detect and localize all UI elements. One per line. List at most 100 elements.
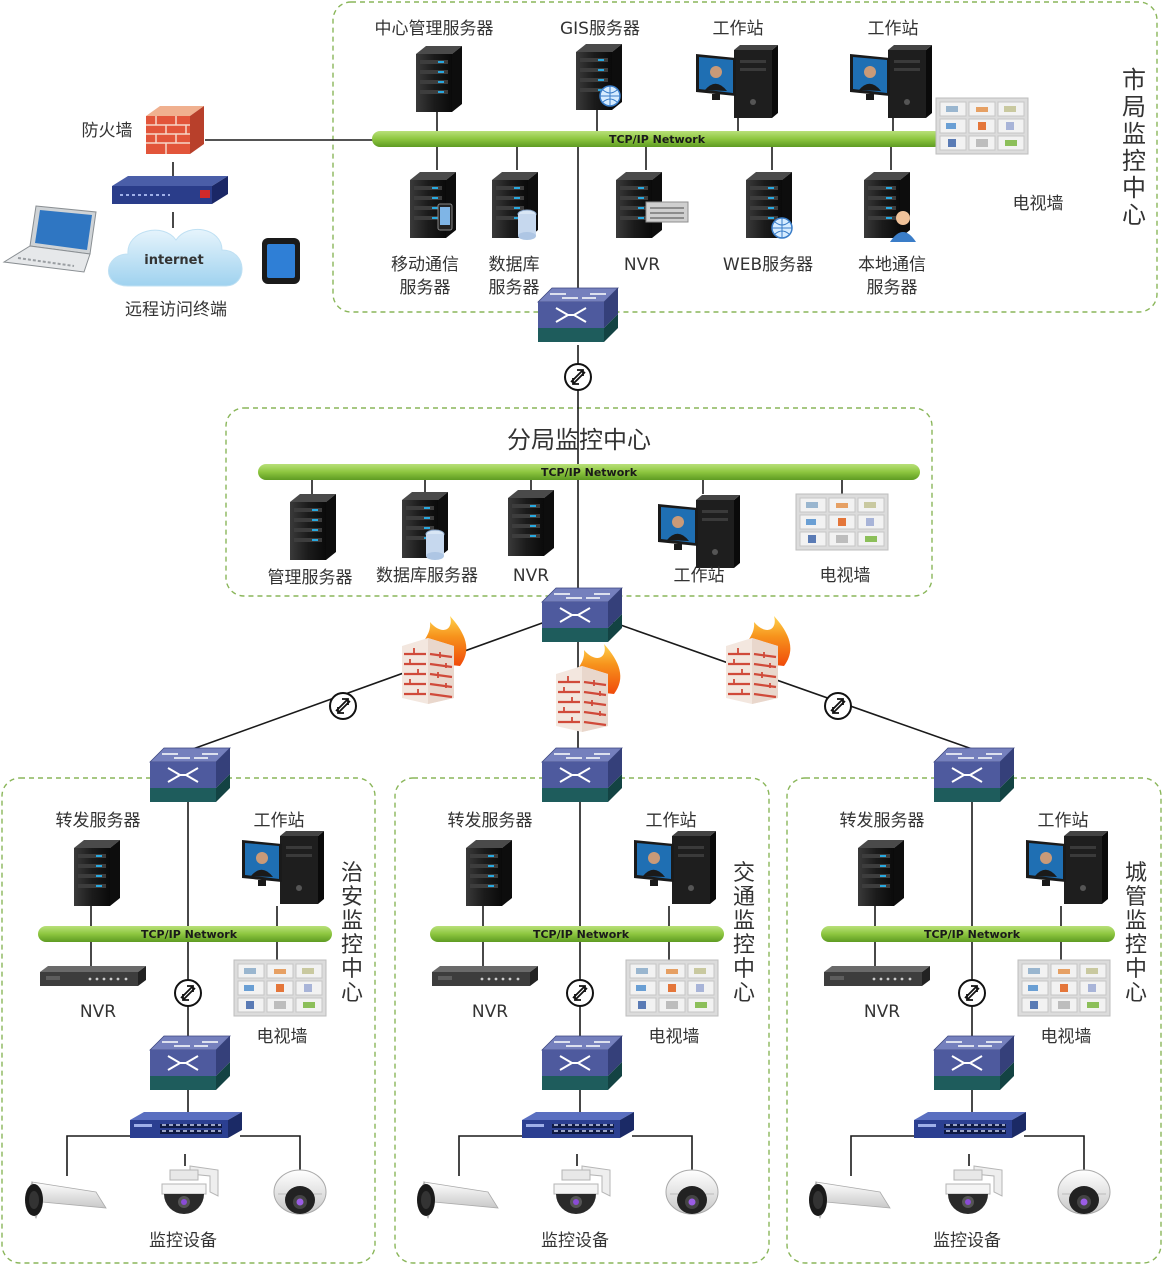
nvr-label: NVR xyxy=(513,566,549,586)
db-server-label: 数据库服务器 xyxy=(489,255,540,298)
connection-lines xyxy=(66,110,1085,1176)
forward-server-icon xyxy=(858,840,904,906)
nvr-label: NVR xyxy=(80,1002,116,1022)
workstation-label: 工作站 xyxy=(868,19,919,39)
ptz-camera-icon xyxy=(553,1165,611,1215)
forward-server-label: 转发服务器 xyxy=(840,811,925,831)
db-server-label: 数据库服务器 xyxy=(376,566,478,586)
dome-camera-icon xyxy=(665,1169,719,1215)
mgmt-server-icon xyxy=(290,494,336,560)
dome-camera-icon xyxy=(1057,1169,1111,1215)
mobile-server-icon xyxy=(410,172,456,238)
forward-server-icon xyxy=(74,840,120,906)
forward-server-icon xyxy=(466,840,512,906)
sub-center-region-2 xyxy=(394,777,770,1264)
workstation-icon xyxy=(696,45,778,118)
phone-icon xyxy=(262,238,300,284)
web-server-label: WEB服务器 xyxy=(723,255,813,275)
optical-node-icon xyxy=(564,363,592,391)
optical-node-icon xyxy=(958,979,986,1007)
devices-label: 监控设备 xyxy=(149,1231,217,1251)
nvr-recorder-icon xyxy=(824,966,930,986)
network-label: TCP/IP Network xyxy=(541,466,638,479)
sub-switch-icon xyxy=(933,747,1015,803)
tv-wall-label: 电视墙 xyxy=(820,566,871,586)
firewall-label: 防火墙 xyxy=(82,121,133,141)
box-camera-icon xyxy=(808,1181,891,1219)
db-server-icon xyxy=(402,492,448,560)
city-center-region xyxy=(332,1,1158,313)
tv-wall-label: 电视墙 xyxy=(649,1027,700,1047)
internet-cloud-icon xyxy=(108,229,243,287)
ptz-camera-icon xyxy=(161,1165,219,1215)
internet-label: internet xyxy=(144,253,203,268)
ptz-camera-icon xyxy=(945,1165,1003,1215)
sub-switch-icon xyxy=(541,747,623,803)
firewall-icon xyxy=(554,642,622,734)
tv-wall-icon xyxy=(795,493,889,551)
city-center-title: 市局监控中心 xyxy=(1122,66,1146,229)
sub-center-region-1 xyxy=(1,777,376,1264)
network-bar-sub-3: TCP/IP Network xyxy=(821,926,1115,942)
edge-switch-icon xyxy=(541,1035,623,1091)
workstation-label: 工作站 xyxy=(713,19,764,39)
remote-terminal-label: 远程访问终端 xyxy=(125,300,227,320)
sub-center-region-3 xyxy=(786,777,1162,1264)
gis-server-label: GIS服务器 xyxy=(560,19,640,39)
nvr-server-icon xyxy=(508,490,554,556)
tv-wall-label: 电视墙 xyxy=(1041,1027,1092,1047)
nvr-label: NVR xyxy=(864,1002,900,1022)
access-switch-icon xyxy=(129,1111,243,1139)
optical-node-icon xyxy=(824,692,852,720)
mobile-server-label: 移动通信服务器 xyxy=(391,255,459,298)
tv-wall-icon xyxy=(935,97,1029,155)
edge-switch-icon xyxy=(149,1035,231,1091)
nvr-recorder-icon xyxy=(432,966,538,986)
firewall-icon xyxy=(400,614,468,706)
edge-switch-icon xyxy=(933,1035,1015,1091)
network-label: TCP/IP Network xyxy=(609,133,706,146)
devices-label: 监控设备 xyxy=(933,1231,1001,1251)
tv-wall-icon xyxy=(233,959,327,1017)
web-server-icon xyxy=(746,172,793,239)
box-camera-icon xyxy=(24,1181,107,1219)
network-bar-sub-1: TCP/IP Network xyxy=(38,926,332,942)
nvr-label: NVR xyxy=(624,255,660,275)
forward-server-label: 转发服务器 xyxy=(448,811,533,831)
firewall-icon xyxy=(724,614,792,706)
nvr-storage-icon xyxy=(616,172,689,238)
workstation-label: 工作站 xyxy=(1038,811,1089,831)
sub-center-1: 转发服务器 工作站 NVR 电视墙 监控设备 治安监控中心 xyxy=(24,747,363,1251)
mgmt-server-label: 中心管理服务器 xyxy=(375,19,494,39)
sub-center-3: 转发服务器 工作站 NVR 电视墙 监控设备 城管监控中心 xyxy=(808,747,1147,1251)
nvr-recorder-icon xyxy=(40,966,146,986)
network-label: TCP/IP Network xyxy=(533,928,630,941)
nvr-label: NVR xyxy=(472,1002,508,1022)
local-server-label: 本地通信服务器 xyxy=(858,255,926,298)
optical-node-icon xyxy=(566,979,594,1007)
branch-center-region xyxy=(225,407,933,597)
sub-switch-icon xyxy=(149,747,231,803)
network-label: TCP/IP Network xyxy=(141,928,238,941)
workstation-icon xyxy=(634,831,716,904)
db-server-icon xyxy=(492,172,538,240)
devices-label: 监控设备 xyxy=(541,1231,609,1251)
workstation-icon xyxy=(1026,831,1108,904)
core-switch-icon xyxy=(537,287,619,343)
distribution-switch-icon xyxy=(541,587,623,643)
laptop-icon xyxy=(2,205,97,273)
optical-node-icon xyxy=(174,979,202,1007)
workstation-icon xyxy=(850,45,932,118)
forward-server-label: 转发服务器 xyxy=(56,811,141,831)
local-server-icon xyxy=(864,172,916,242)
tv-wall-label: 电视墙 xyxy=(1013,194,1064,214)
tv-wall-label: 电视墙 xyxy=(257,1027,308,1047)
network-bar-city: TCP/IP Network xyxy=(372,131,942,147)
workstation-label: 工作站 xyxy=(254,811,305,831)
brick-firewall-icon xyxy=(146,106,204,154)
sub-center-title: 城管监控中心 xyxy=(1125,861,1147,1006)
mgmt-server-label: 管理服务器 xyxy=(268,568,353,588)
workstation-icon xyxy=(658,495,740,568)
network-bar-sub-2: TCP/IP Network xyxy=(430,926,724,942)
gis-server-icon xyxy=(576,44,622,110)
